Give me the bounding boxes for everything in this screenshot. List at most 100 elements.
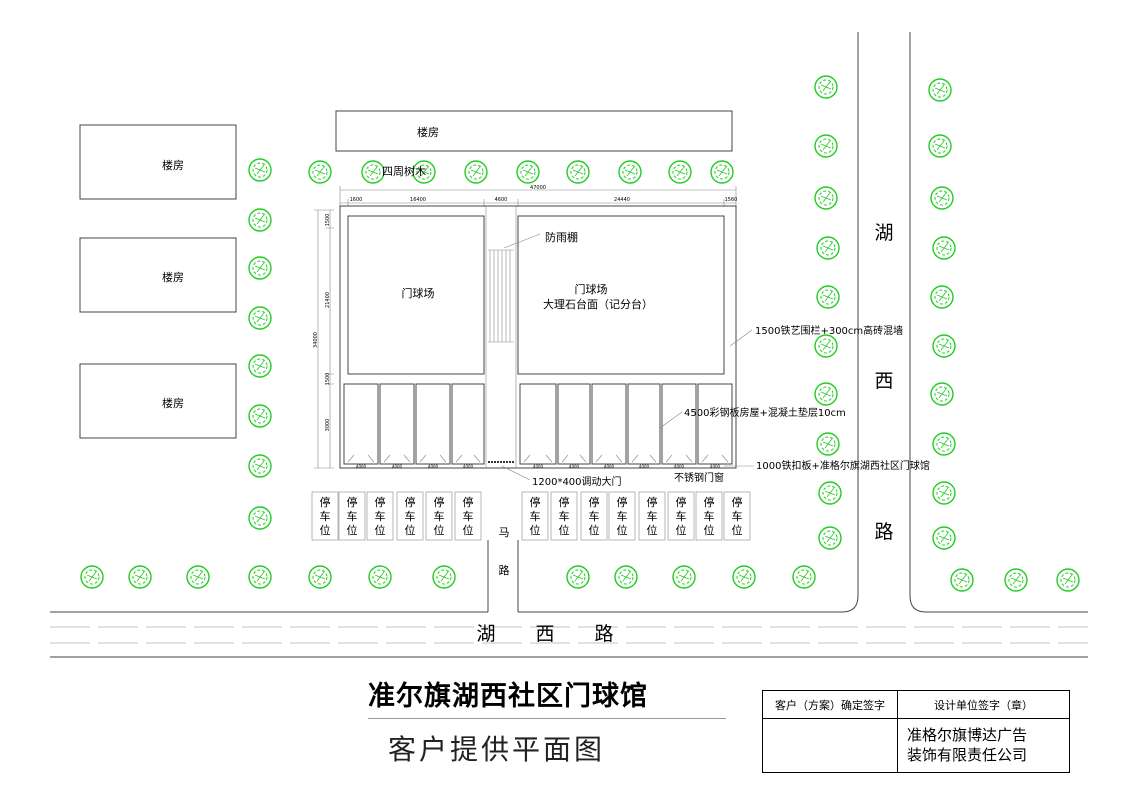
room-unit: 4000	[661, 383, 697, 469]
parking-label-char: 停	[405, 495, 416, 509]
tree-icon	[248, 306, 272, 330]
drawing-subtitle: 客户提供平面图	[388, 733, 606, 766]
mid-road-2: 路	[499, 564, 510, 577]
rain-shed-label: 防雨棚	[545, 230, 578, 244]
room-width-label: 4000	[639, 464, 650, 469]
tree-icon	[668, 160, 692, 184]
building-left-1-label: 楼房	[162, 158, 184, 172]
dim-top-1: 1600	[350, 197, 363, 203]
parking-label-char: 位	[375, 523, 386, 537]
tree-icon	[732, 565, 756, 589]
tree-icon	[432, 565, 456, 589]
dim-top-2: 16400	[410, 197, 426, 203]
tree-icon	[618, 160, 642, 184]
signature-block: 客户（方案）确定签字 设计单位签字（章） 准格尔旗博达广告 装饰有限责任公司	[762, 690, 1070, 773]
tree-icon	[1056, 568, 1080, 592]
tree-icon	[818, 526, 842, 550]
parking-label-char: 位	[617, 523, 628, 537]
parking-space: 停车位	[550, 491, 578, 541]
dim-left-2: 21400	[325, 292, 331, 308]
parking-label-char: 车	[617, 509, 628, 523]
parking-label-char: 车	[559, 509, 570, 523]
parking-label-char: 位	[320, 523, 331, 537]
tree-icon	[816, 236, 840, 260]
parking-label-char: 车	[434, 509, 445, 523]
parking-label-char: 停	[559, 495, 570, 509]
parking-space: 停车位	[521, 491, 549, 541]
parking-space: 停车位	[667, 491, 695, 541]
tree-icon	[248, 506, 272, 530]
parking-space: 停车位	[608, 491, 636, 541]
tree-icon	[932, 334, 956, 358]
tree-icon	[516, 160, 540, 184]
building-left-1	[79, 124, 237, 200]
tree-icon	[248, 208, 272, 232]
parking-label-char: 位	[530, 523, 541, 537]
parking-label-char: 位	[704, 523, 715, 537]
tree-icon	[186, 565, 210, 589]
parking-label-char: 位	[732, 523, 743, 537]
tree-icon	[818, 481, 842, 505]
tree-icon	[932, 481, 956, 505]
sign-divider-h	[763, 718, 1069, 719]
building-top	[335, 110, 733, 152]
dim-top-5: 1560	[725, 197, 738, 203]
title-divider	[368, 718, 726, 719]
tree-icon	[932, 432, 956, 456]
dim-total: 47000	[530, 185, 546, 191]
court-left	[347, 215, 485, 375]
tree-icon	[248, 404, 272, 428]
room-width-label: 4000	[533, 464, 544, 469]
room-width-label: 4000	[392, 464, 403, 469]
parking-label-char: 停	[434, 495, 445, 509]
road-vertical-2: 西	[874, 370, 893, 392]
tree-icon	[932, 526, 956, 550]
parking-label-char: 停	[463, 495, 474, 509]
room-unit: 4000	[697, 383, 733, 469]
tree-icon	[248, 256, 272, 280]
parking-space: 停车位	[638, 491, 666, 541]
tree-icon	[614, 565, 638, 589]
parking-label-char: 车	[375, 509, 386, 523]
parking-label-char: 车	[405, 509, 416, 523]
tree-icon	[710, 160, 734, 184]
room-width-label: 4000	[569, 464, 580, 469]
parking-label-char: 停	[617, 495, 628, 509]
drawing-title: 准尔旗湖西社区门球馆	[368, 681, 648, 712]
tree-icon	[361, 160, 385, 184]
company-name: 准格尔旗博达广告 装饰有限责任公司	[907, 725, 1067, 765]
parking-label-char: 停	[732, 495, 743, 509]
road-horizontal-2: 西	[535, 623, 554, 645]
parking-label-char: 停	[704, 495, 715, 509]
company-line-1: 准格尔旗博达广告	[907, 726, 1028, 744]
tree-icon	[792, 565, 816, 589]
room-unit: 4000	[379, 383, 415, 469]
room-width-label: 4000	[674, 464, 685, 469]
gate-note: 1200*400调动大门	[532, 475, 622, 488]
parking-label-char: 车	[463, 509, 474, 523]
tree-icon	[1004, 568, 1028, 592]
tree-icon	[248, 354, 272, 378]
parking-label-char: 停	[647, 495, 658, 509]
parking-label-char: 位	[463, 523, 474, 537]
dim-top-3: 4600	[495, 197, 508, 203]
road-horizontal-3: 路	[594, 623, 613, 645]
tree-icon	[816, 432, 840, 456]
room-unit: 4000	[519, 383, 557, 469]
court-right	[517, 215, 725, 375]
tree-icon	[248, 565, 272, 589]
dim-left-1: 1500	[325, 214, 331, 227]
tree-icon	[412, 160, 436, 184]
parking-label-char: 停	[589, 495, 600, 509]
parking-label-char: 停	[676, 495, 687, 509]
parking-space: 停车位	[580, 491, 608, 541]
court-right-label: 门球场	[575, 282, 608, 296]
court-left-label: 门球场	[402, 286, 435, 300]
room-unit: 4000	[557, 383, 591, 469]
window-note: 不锈钢门窗	[674, 471, 724, 484]
parking-label-char: 车	[320, 509, 331, 523]
tree-icon	[368, 565, 392, 589]
tree-icon	[950, 568, 974, 592]
tree-icon	[464, 160, 488, 184]
